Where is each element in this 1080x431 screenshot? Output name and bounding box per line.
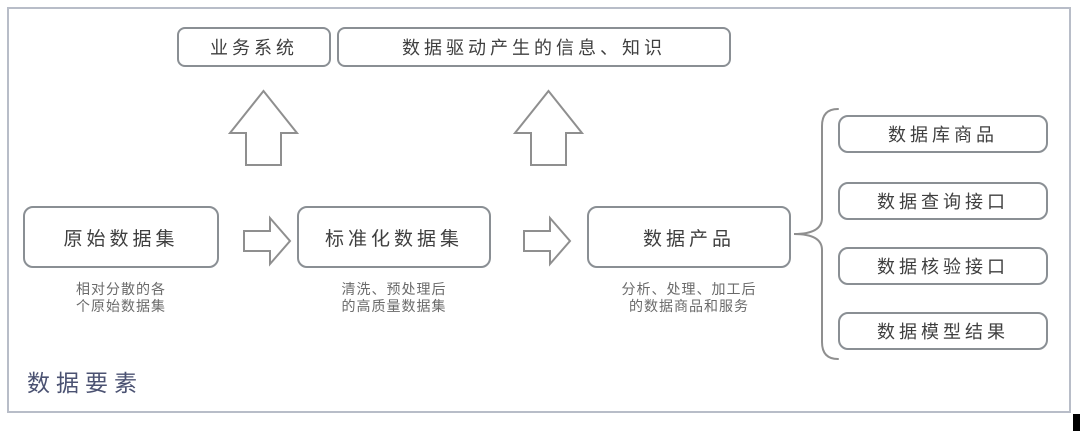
node-label: 数据查询接口: [877, 192, 1009, 212]
caption-line: 相对分散的各: [76, 281, 166, 297]
node-database-product: 数据库商品: [838, 115, 1048, 153]
node-business-system: 业务系统: [177, 27, 331, 67]
node-data-driven-info: 数据驱动产生的信息、知识: [337, 27, 731, 67]
node-label: 数据产品: [642, 228, 735, 250]
node-data-product: 数据产品: [587, 206, 791, 268]
node-label: 数据驱动产生的信息、知识: [402, 38, 666, 58]
caption-line: 清洗、预处理后: [341, 281, 447, 297]
frame-title: 数据要素: [27, 371, 143, 396]
caption-line: 的数据商品和服务: [629, 298, 749, 314]
up-arrow-icon: [227, 89, 300, 166]
node-label: 原始数据集: [63, 228, 179, 250]
node-label: 业务系统: [210, 38, 298, 58]
right-arrow-icon: [523, 215, 572, 267]
caption-line: 的高质量数据集: [341, 298, 447, 314]
node-label: 数据库商品: [888, 125, 998, 145]
node-label: 数据模型结果: [877, 322, 1009, 342]
caption-standardized-dataset: 清洗、预处理后 的高质量数据集: [297, 281, 491, 315]
corner-mark: [1073, 414, 1080, 431]
caption-line: 个原始数据集: [76, 298, 166, 314]
node-label: 数据核验接口: [877, 257, 1009, 277]
right-arrow-icon: [243, 215, 292, 267]
caption-data-product: 分析、处理、加工后 的数据商品和服务: [577, 281, 801, 315]
node-label: 标准化数据集: [324, 228, 463, 250]
caption-raw-dataset: 相对分散的各 个原始数据集: [23, 281, 219, 315]
brace-icon: [793, 108, 839, 360]
caption-line: 分析、处理、加工后: [621, 281, 757, 297]
node-data-verification-api: 数据核验接口: [838, 247, 1048, 285]
node-raw-dataset: 原始数据集: [23, 206, 219, 268]
up-arrow-icon: [512, 89, 585, 166]
node-standardized-dataset: 标准化数据集: [297, 206, 491, 268]
node-data-model-result: 数据模型结果: [838, 312, 1048, 350]
node-data-query-api: 数据查询接口: [838, 182, 1048, 220]
